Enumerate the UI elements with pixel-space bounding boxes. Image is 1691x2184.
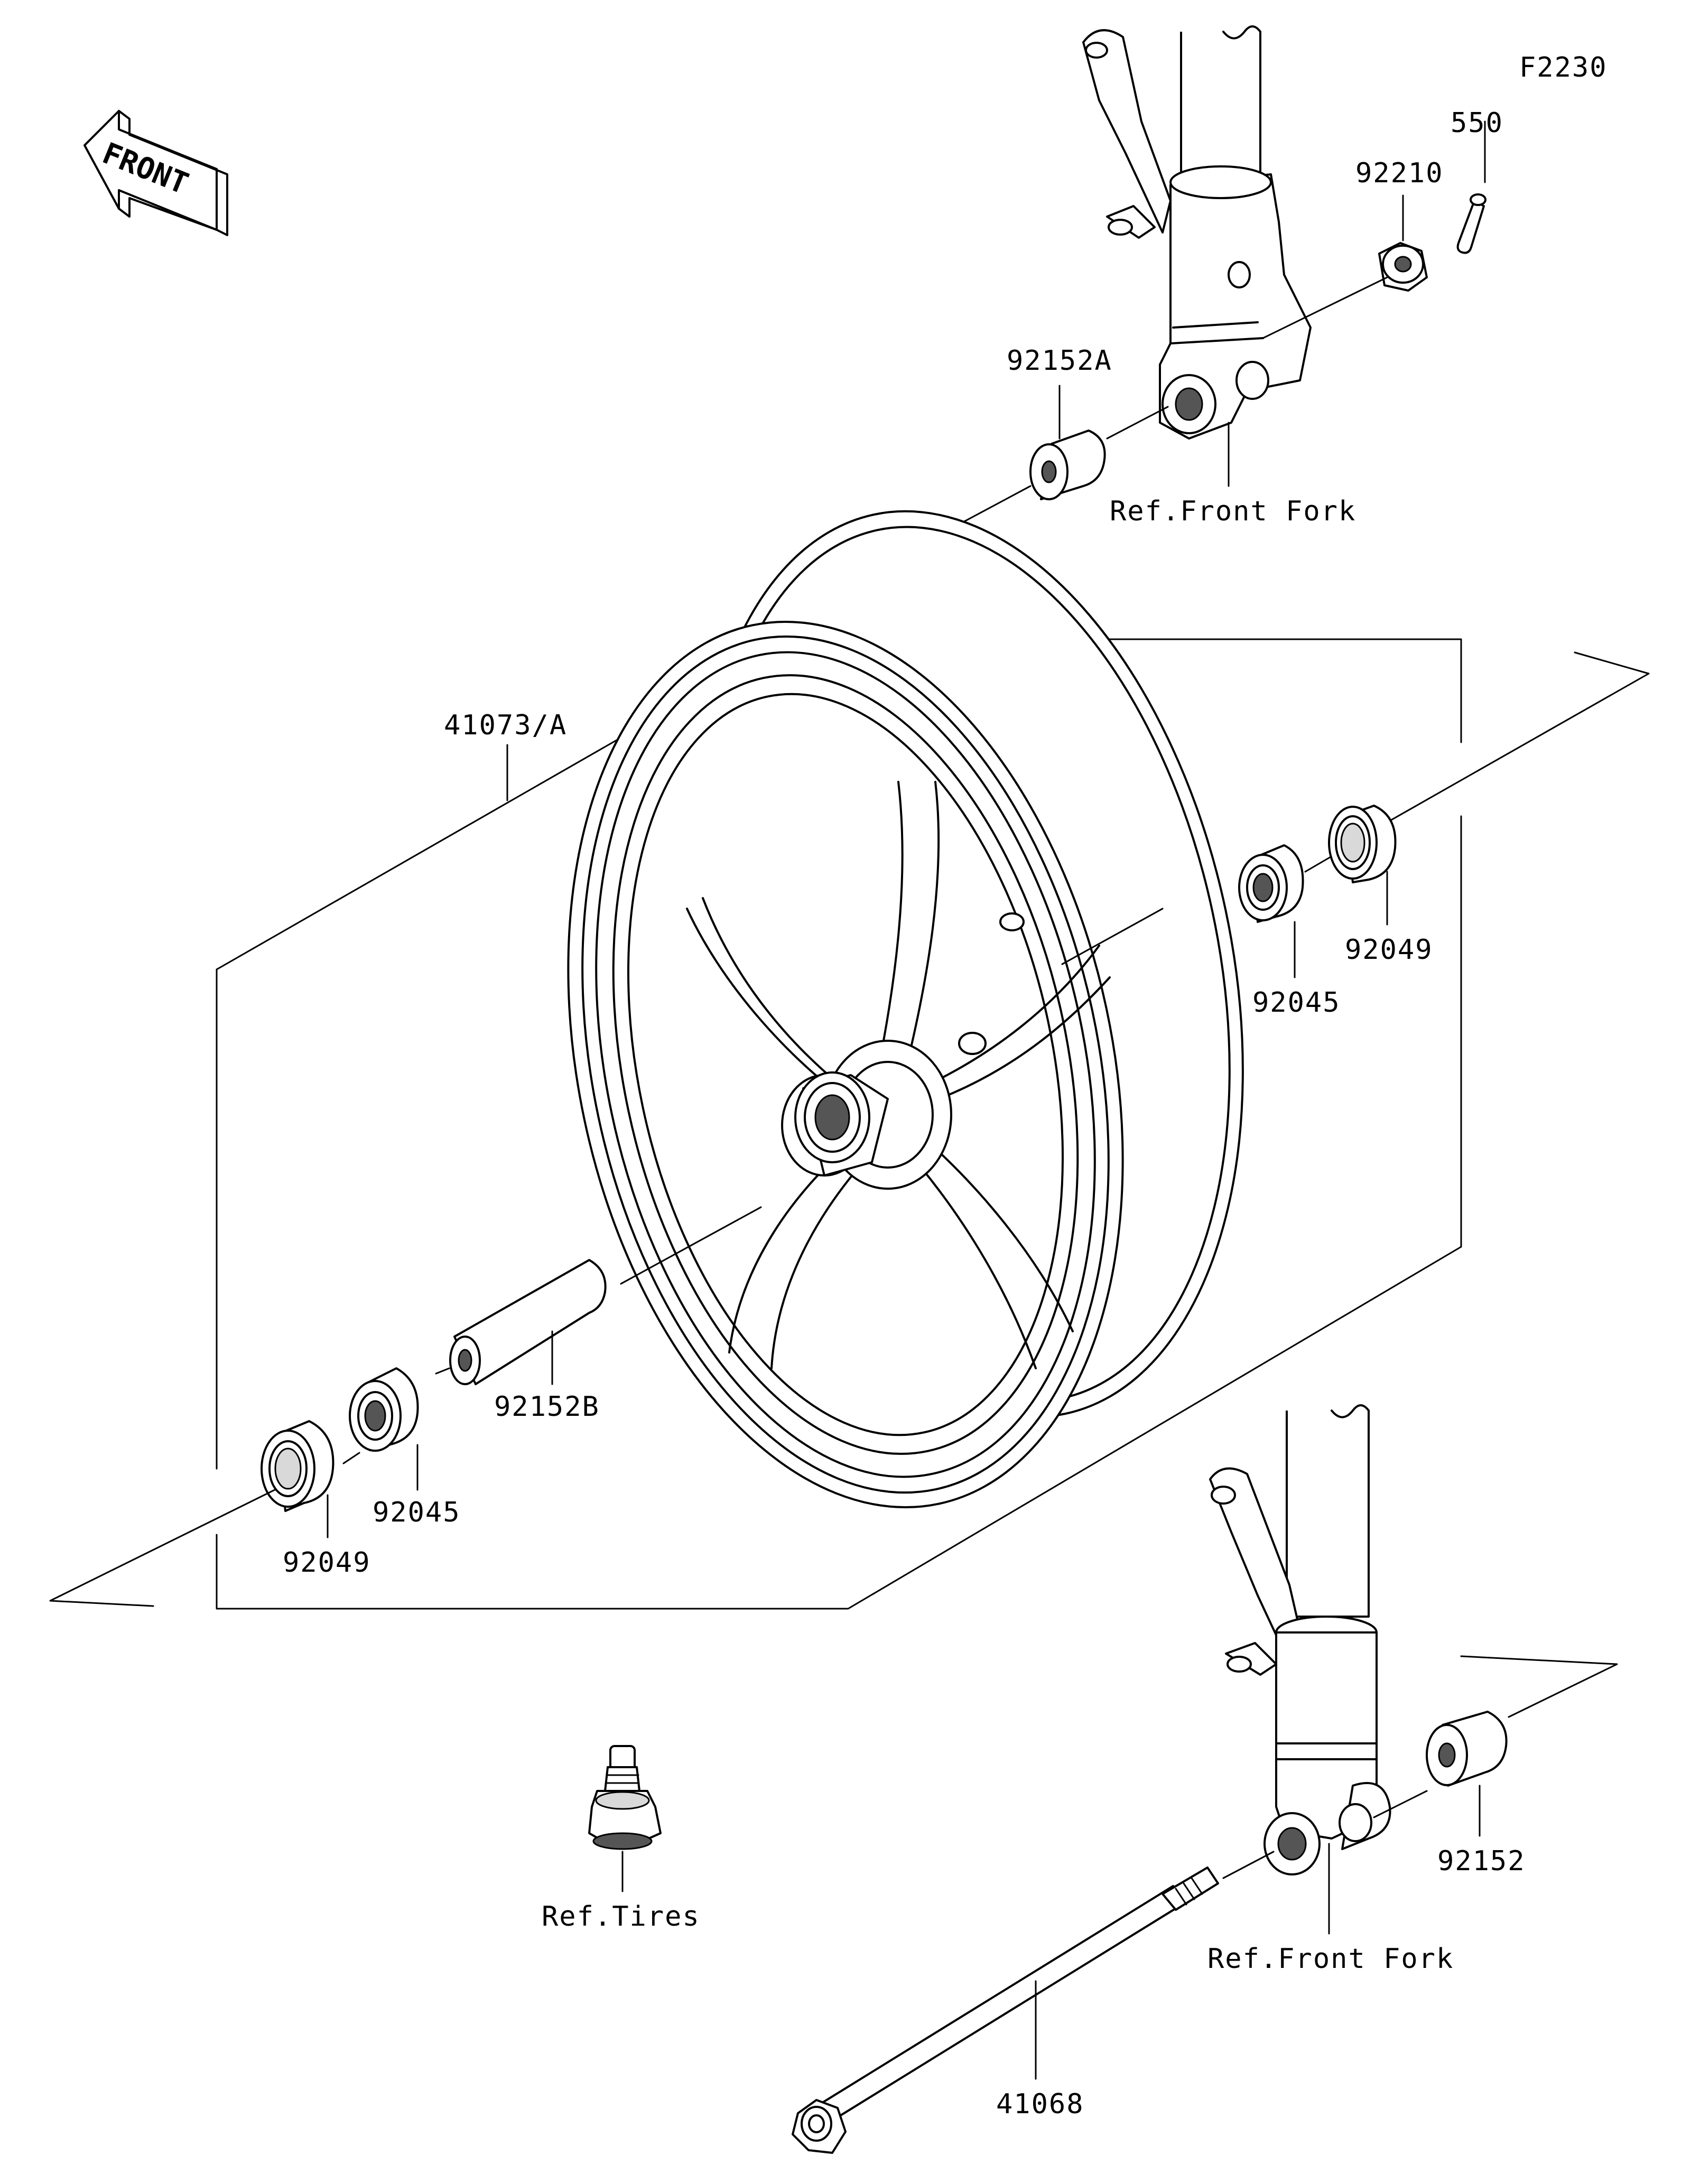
label-92210: 92210 [1355, 157, 1444, 189]
wheel-assembly-outline [216, 638, 1462, 1610]
collar-92152: 92152 [1426, 1711, 1526, 1877]
collar-92152B: 92152B [449, 1259, 607, 1423]
label-92152B: 92152B [494, 1391, 600, 1423]
label-41068: 41068 [996, 2088, 1084, 2120]
label-92045-left: 92045 [373, 1497, 461, 1528]
label-ref-tires: Ref.Tires [542, 1901, 700, 1933]
label-ref-front-fork-top: Ref.Front Fork [1110, 496, 1356, 527]
tire-valve: Ref.Tires [542, 1745, 700, 1933]
diagram-code: F2230 [1519, 52, 1608, 83]
front-fork-bottom-illustration [1209, 1404, 1391, 1875]
oil-seal-92049-right: 92049 [1328, 805, 1433, 966]
axle-nut-92210: 92210 [1355, 157, 1444, 292]
oil-seal-92049-left: 92049 [261, 1420, 371, 1579]
cotter-pin-550: 550 [1451, 107, 1503, 254]
label-92152: 92152 [1437, 1845, 1526, 1877]
collar-92152A: 92152A [1007, 345, 1112, 500]
label-550: 550 [1451, 107, 1503, 139]
bearing-92045-right: 92045 [1238, 844, 1341, 1019]
label-92049-right: 92049 [1345, 934, 1433, 966]
label-92049-left: 92049 [283, 1547, 371, 1579]
front-wheel-41073A [567, 510, 1244, 1509]
label-92045-right: 92045 [1252, 987, 1341, 1019]
label-ref-front-fork-bottom: Ref.Front Fork [1207, 1943, 1454, 1975]
front-direction-arrow-icon: FRONT [83, 110, 228, 236]
front-axle-41068: 41068 [792, 1866, 1219, 2154]
label-41073A: 41073/A [444, 710, 567, 741]
label-92152A: 92152A [1007, 345, 1112, 377]
front-fork-top-illustration [1082, 25, 1312, 440]
bearing-92045-left: 92045 [349, 1367, 461, 1528]
